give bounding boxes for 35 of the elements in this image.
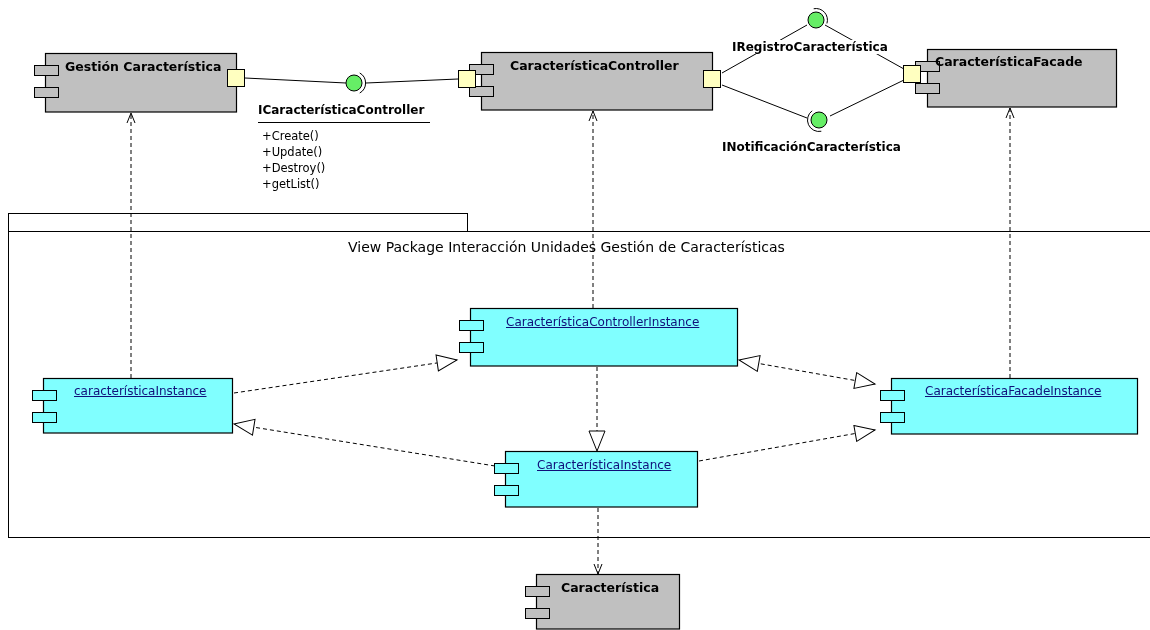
- component-name: CaracterísticaControllerInstance: [506, 315, 700, 329]
- connector: [126, 112, 136, 379]
- component-instance-box: [457, 308, 739, 367]
- interface-name: ICaracterísticaController: [258, 103, 431, 123]
- component-name: Característica: [561, 580, 660, 595]
- interface-name: IRegistroCaracterística: [732, 40, 888, 54]
- interface-name: INotificaciónCaracterística: [722, 140, 901, 154]
- component-name: característicaInstance: [74, 384, 207, 398]
- connector: [365, 78, 459, 84]
- component-box: [903, 49, 1118, 108]
- connector: [829, 79, 905, 117]
- component-instance-box: [29, 378, 234, 434]
- connector: [233, 418, 496, 467]
- package-title: View Package Interacción Unidades Gestión de Características: [348, 239, 785, 255]
- component-name: CaracterísticaFacade: [935, 54, 1083, 69]
- component-name: Gestión Característica: [65, 59, 222, 74]
- component-instance-box: [878, 378, 1139, 435]
- component-name: CaracterísticaController: [510, 58, 679, 73]
- connector: [1005, 107, 1015, 379]
- connector: [588, 110, 598, 309]
- connector: [593, 507, 603, 575]
- operation-text: +getList(): [262, 177, 320, 191]
- component-name: CaracterísticaInstance: [537, 458, 672, 472]
- connector: [738, 355, 876, 389]
- operation-text: +Destroy(): [262, 161, 326, 175]
- operation-text: +Create(): [262, 129, 319, 143]
- component-box: [458, 52, 723, 111]
- operation-text: +Update(): [262, 145, 323, 159]
- connector: [698, 425, 876, 462]
- connector: [588, 366, 606, 452]
- connector: [721, 84, 808, 119]
- component-instance-box: [495, 451, 699, 508]
- component-name: CaracterísticaFacadeInstance: [925, 384, 1102, 398]
- connector: [233, 354, 458, 394]
- connector: [244, 77, 347, 84]
